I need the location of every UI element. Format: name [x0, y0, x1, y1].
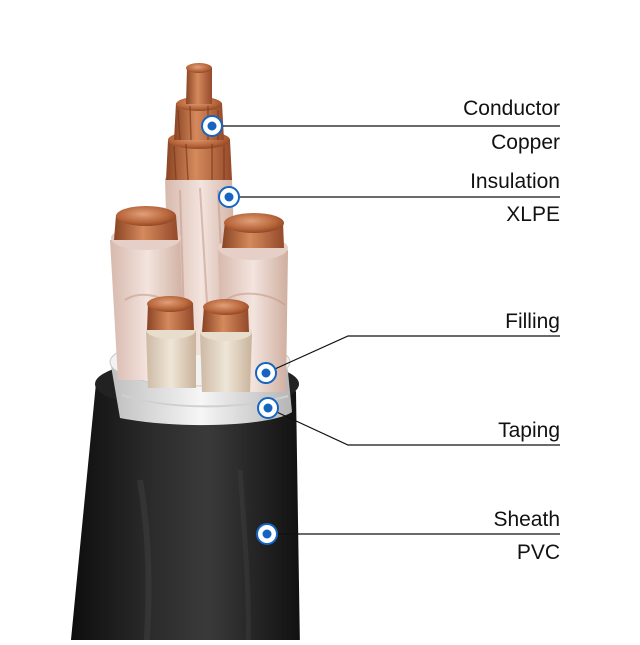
core-small-left [146, 296, 196, 388]
label-conductor: Conductor [463, 97, 560, 120]
label-pvc: PVC [516, 541, 560, 564]
leader-taping [267, 407, 560, 446]
label-xlpe: XLPE [506, 203, 560, 226]
label-taping: Taping [498, 419, 560, 442]
label-insulation: Insulation [470, 170, 560, 193]
leader-lines [212, 125, 560, 535]
markers [201, 115, 279, 545]
marker-taping-icon [257, 397, 279, 419]
marker-insulation-icon [218, 186, 240, 208]
core-small-right [200, 299, 252, 392]
marker-filling-icon [255, 362, 277, 384]
label-filling: Filling [505, 310, 560, 333]
label-copper: Copper [491, 131, 560, 154]
leader-filling [265, 335, 560, 374]
marker-sheath-icon [256, 523, 278, 545]
label-sheath: Sheath [493, 508, 560, 531]
marker-conductor-icon [201, 115, 223, 137]
